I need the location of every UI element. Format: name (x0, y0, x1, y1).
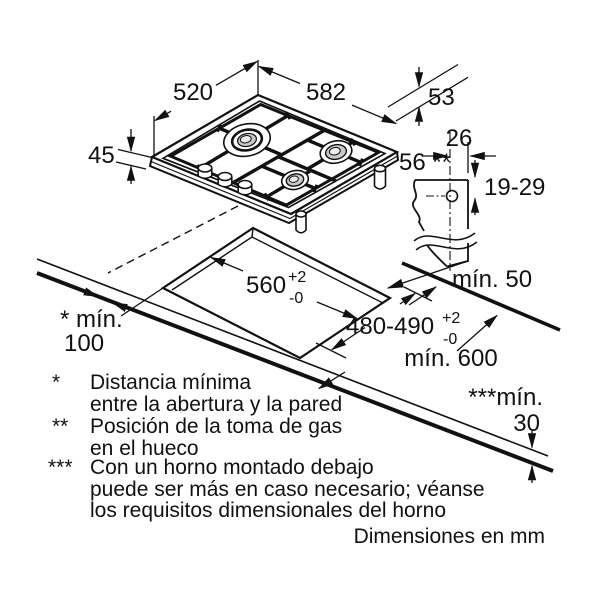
dim-26-label: 26 (446, 125, 473, 152)
dim-45-label: 45 (88, 142, 115, 169)
min-30-value-label: 30 (513, 410, 540, 437)
gas-inlet-hole (445, 189, 459, 203)
cutout-width-label: 560 (246, 272, 286, 299)
dim-582-label: 582 (306, 79, 346, 106)
min-100-word-label: * mín. (60, 306, 123, 333)
dimension-labels: 520 582 53 45 56 ** 26 19-29 mín. 50 560… (60, 79, 545, 437)
footnote-3-marker: *** (48, 456, 73, 479)
min-30-word-label: ***mín. (468, 384, 543, 411)
footnotes-block: * Distancia mínima entre la abertura y l… (48, 371, 545, 548)
burner-small (280, 169, 310, 191)
worktop-cutout-inner-edge-right (251, 236, 384, 304)
min-50-label: mín. 50 (452, 266, 532, 293)
hob-leg-right (373, 164, 387, 190)
wall-reference-line (386, 261, 466, 289)
worktop-cutout-outline (160, 226, 393, 360)
units-note: Dimensiones en mm (354, 525, 545, 548)
cutout-width-tol-minus: -0 (289, 290, 303, 307)
gas-connection-profile-detail (412, 132, 496, 271)
footnote-3-line2: puede ser más en caso necesario; véanse (90, 478, 485, 501)
footnote-1-line2: entre la abertura y la pared (90, 393, 342, 416)
cutout-depth-tol-minus: -0 (443, 331, 457, 348)
footnote-2-line1: Posición de la toma de gas (90, 415, 342, 438)
footnote-2-line2: en el hueco (90, 437, 199, 460)
burner-large (222, 122, 272, 158)
footnote-1-line1: Distancia mínima (90, 371, 251, 394)
dim-53-label: 53 (428, 84, 455, 111)
countertop-front-edge-top (36, 258, 549, 457)
dim-56-label: 56 ** (399, 149, 451, 176)
hob-inner-frame (161, 100, 387, 209)
burner-medium (319, 139, 353, 165)
dim-19-29-label: 19-29 (484, 174, 545, 201)
footnote-3-line3: los requisitos dimensionales del horno (90, 499, 446, 522)
projection-dashed-line (107, 205, 239, 274)
cutout-depth-label: 480-490 (346, 313, 434, 340)
hob-leg-front (295, 210, 307, 234)
hob-drawing (148, 93, 400, 234)
control-knobs (197, 163, 253, 196)
cutout-width-tol-plus: +2 (288, 269, 306, 286)
break-symbol (413, 232, 478, 251)
cutout-depth-tol-plus: +2 (442, 310, 460, 327)
footnote-1-marker: * (52, 371, 60, 394)
min-100-value-label: 100 (64, 330, 104, 357)
dim-520-label: 520 (173, 79, 213, 106)
footnote-3-line1: Con un horno montado debajo (90, 456, 374, 479)
cutout-corner-extension (120, 287, 164, 317)
hob-dimension-lines (115, 60, 469, 184)
hob-top-surface (149, 93, 400, 216)
countertop-dimension-arrows (59, 256, 537, 483)
min-600-label: mín. 600 (404, 345, 497, 372)
footnote-2-marker: ** (52, 415, 68, 438)
hob-body-band (148, 151, 400, 225)
